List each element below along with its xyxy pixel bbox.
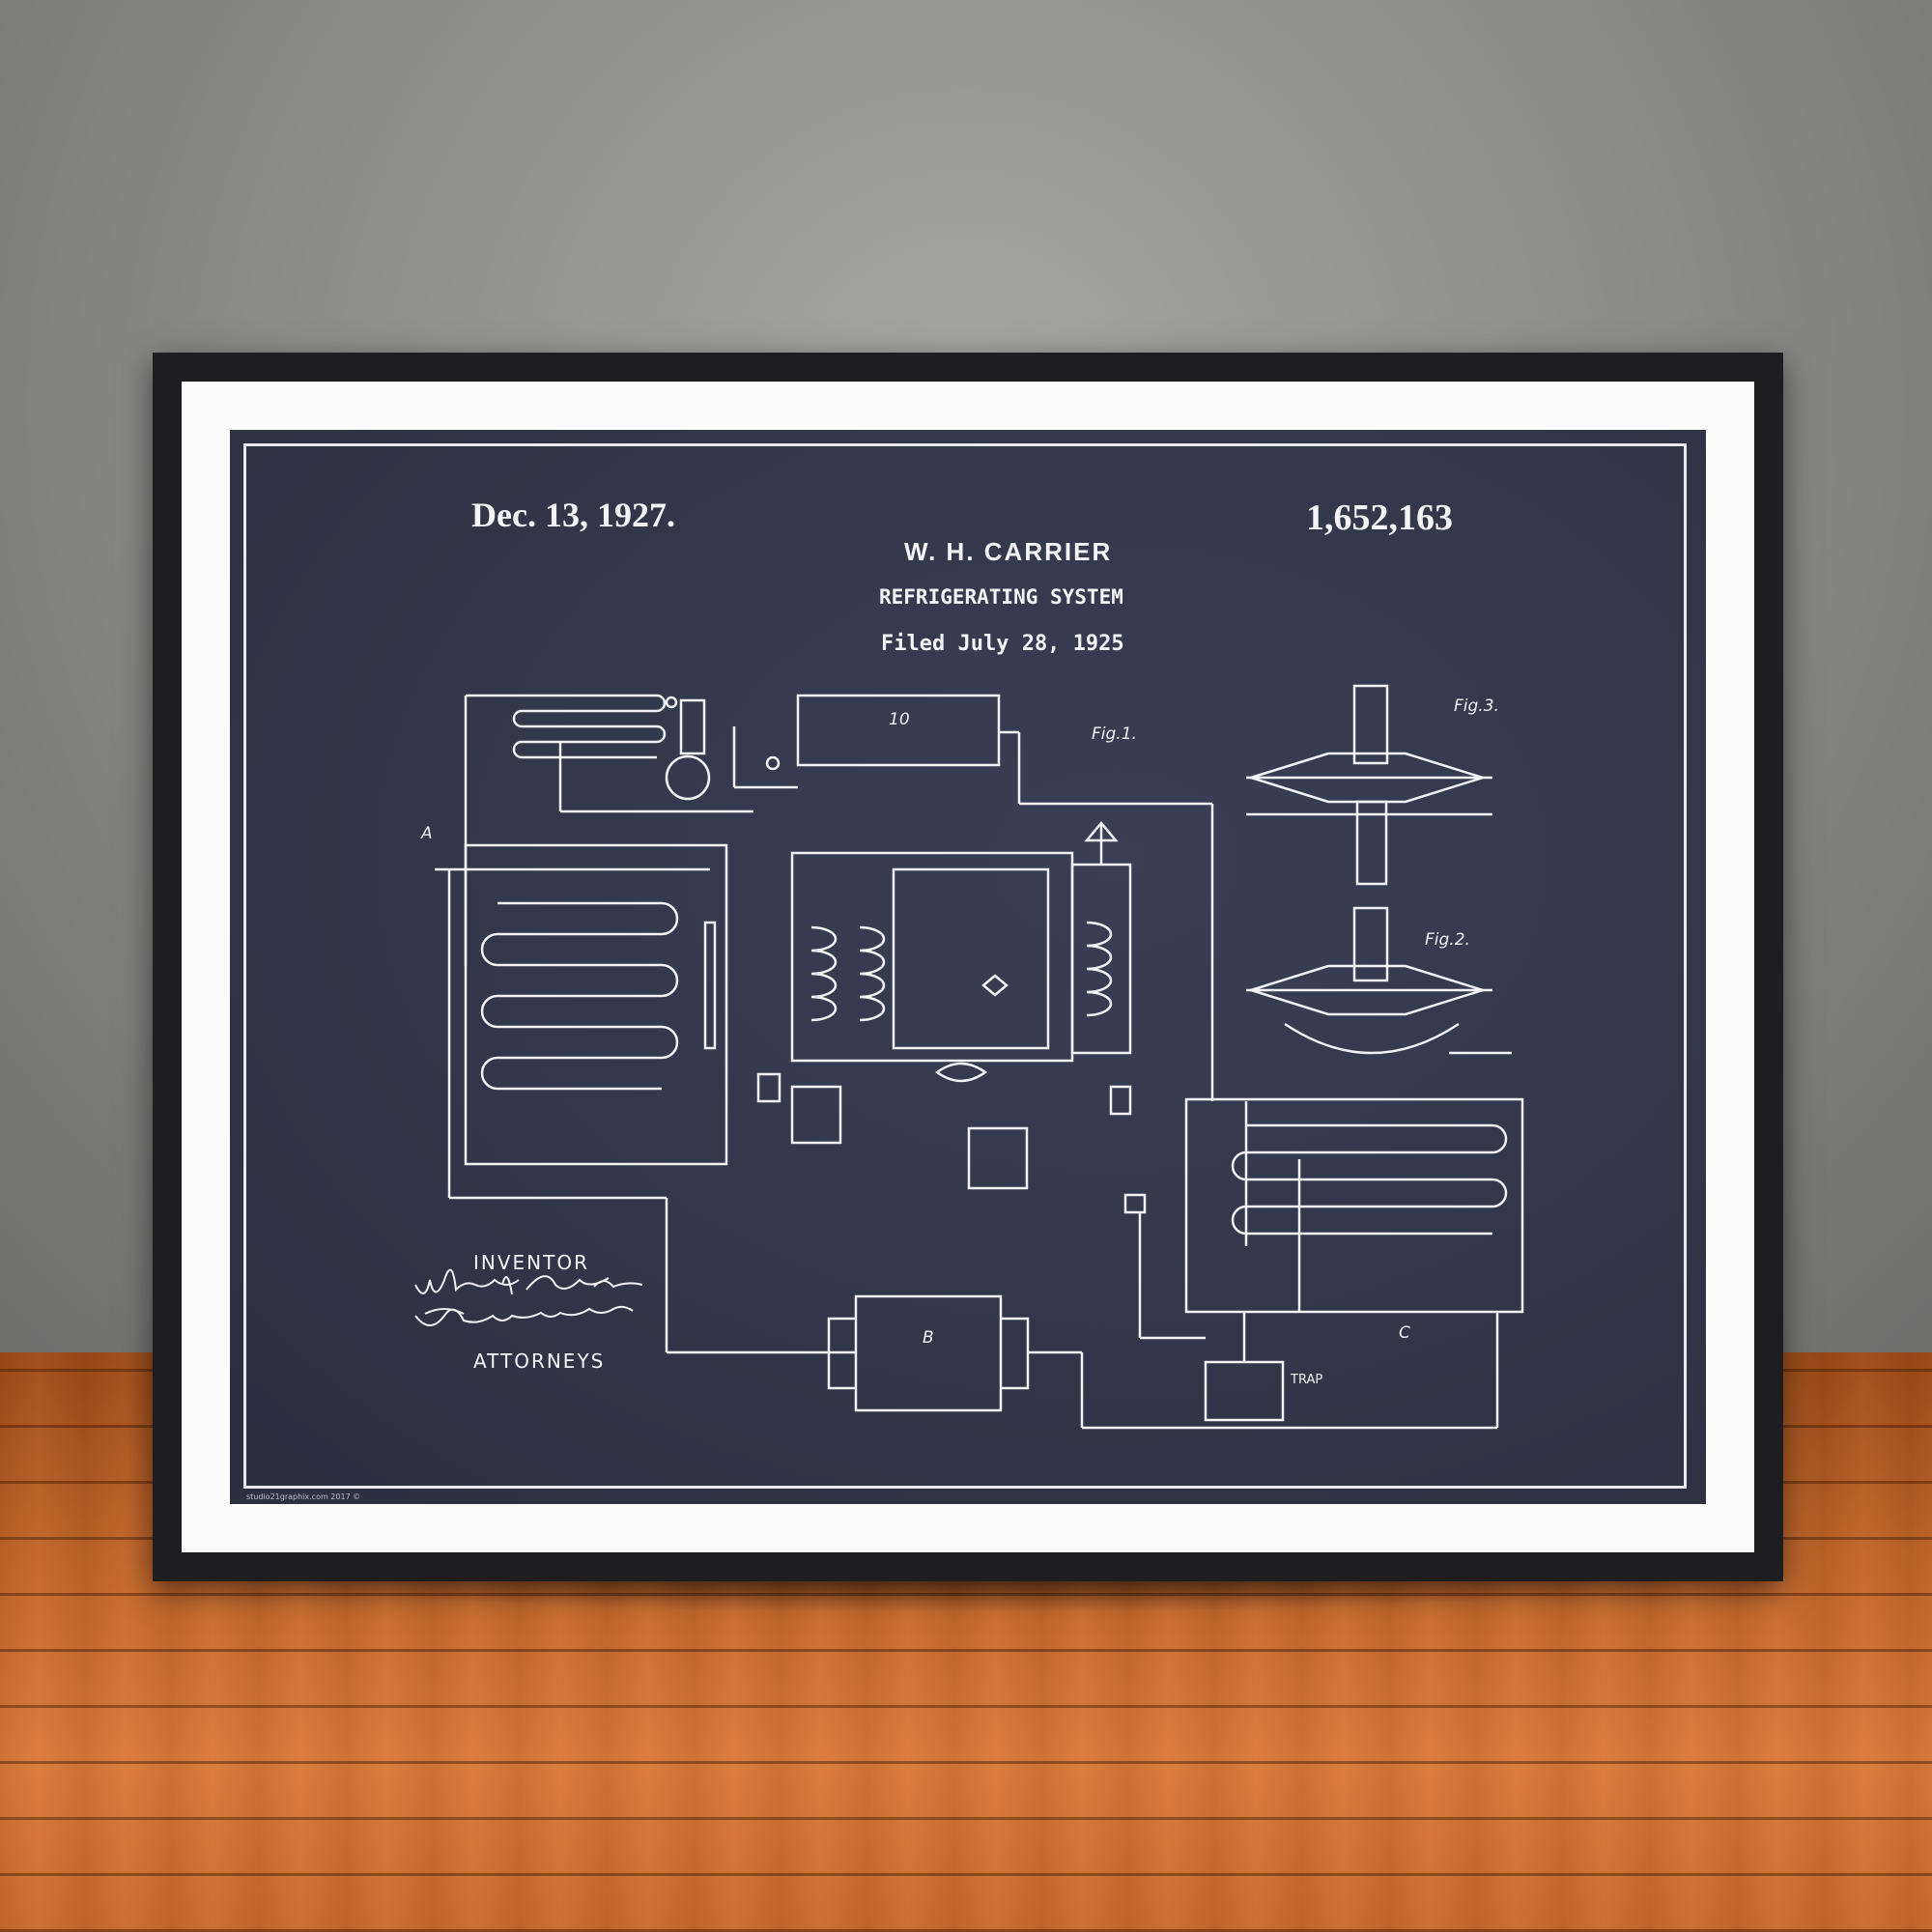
inventor-name: W. H. CARRIER [904, 537, 1113, 566]
tank-65 [967, 1126, 1029, 1190]
label-trap: TRAP [1290, 1373, 1322, 1387]
exchanger-c [1184, 1097, 1524, 1314]
print-inner-border [243, 443, 1687, 1489]
valve-50 [1109, 1085, 1132, 1116]
valve-57 [756, 1072, 781, 1103]
patent-date: Dec. 13, 1927. [471, 496, 675, 534]
box-10 [796, 694, 1001, 767]
patent-subject: REFRIGERATING SYSTEM [879, 585, 1123, 609]
patent-number: 1,652,163 [1306, 497, 1453, 538]
credit-text: studio21graphix.com 2017 © [246, 1492, 361, 1501]
label-box-10: 10 [889, 710, 910, 729]
label-box-c: C [1399, 1323, 1410, 1343]
filed-date: Filed July 28, 1925 [881, 632, 1124, 656]
attorneys-label: ATTORNEYS [473, 1350, 606, 1373]
blueprint-print [230, 430, 1706, 1504]
label-box-a: A [420, 824, 433, 843]
label-box-b: B [923, 1328, 934, 1348]
handwritten-signature [414, 1268, 643, 1326]
coil-59 [464, 694, 667, 966]
box-43 [790, 1085, 842, 1145]
inventor-label: INVENTOR [473, 1251, 589, 1274]
label-fig1: Fig.1. [1092, 724, 1137, 744]
valve-67 [1123, 1193, 1147, 1214]
fig3-valve [1246, 684, 1492, 886]
pump-11-body [679, 698, 706, 755]
central-apparatus [790, 804, 1214, 1101]
box-b [827, 1294, 1499, 1430]
fig2-valve [1246, 906, 1512, 1055]
motor-11 [665, 754, 711, 801]
label-fig2: Fig.2. [1425, 930, 1470, 950]
valve-61 [665, 696, 678, 709]
valve-60 [765, 755, 781, 771]
chamber-a [435, 843, 855, 1354]
label-fig3: Fig.3. [1454, 696, 1499, 716]
trap-box [1204, 1360, 1285, 1422]
